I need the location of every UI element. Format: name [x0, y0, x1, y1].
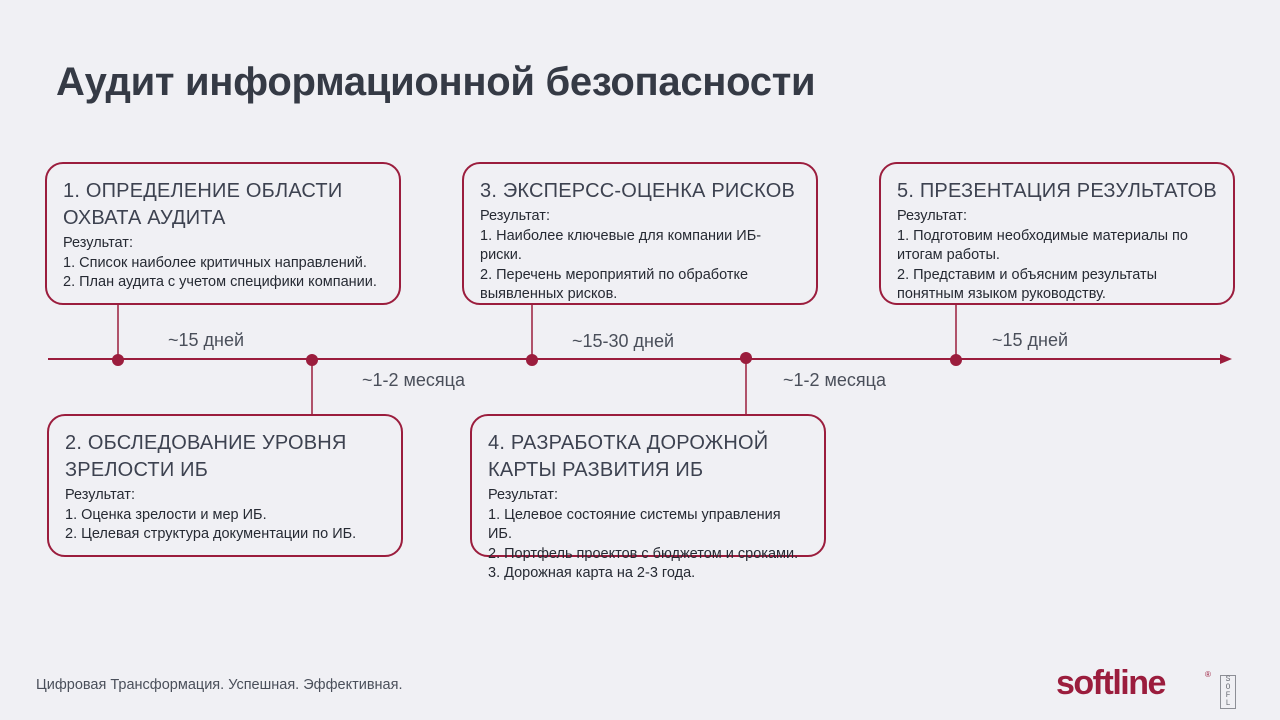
registered-mark: ®: [1205, 670, 1211, 679]
logo-side-letters: S O F L: [1220, 675, 1236, 709]
result-item: 1. Список наиболее критичных направлений…: [63, 254, 367, 271]
footer-slogan: Цифровая Трансформация. Успешная. Эффект…: [36, 677, 403, 693]
result-item: 2. План аудита с учетом специфики компан…: [63, 274, 377, 290]
duration-label-2: ~1-2 месяца: [362, 370, 465, 390]
logo-letter: F: [1225, 691, 1231, 700]
result-item: 1. Целевое состояние системы управления …: [488, 506, 781, 543]
step-box-4: 4. РАЗРАБОТКА ДОРОЖНОЙ КАРТЫ РАЗВИТИЯ ИБ…: [470, 414, 826, 581]
result-label: Результат:: [65, 487, 135, 503]
result-label: Результат:: [480, 208, 550, 224]
step-box-3: 3. ЭКСПЕРСС-ОЦЕНКА РИСКОВ Результат: 1. …: [462, 162, 818, 305]
duration-label-3: ~15-30 дней: [572, 331, 675, 351]
step-heading: 5. ПРЕЗЕНТАЦИЯ РЕЗУЛЬТАТОВ: [897, 180, 1217, 202]
milestone-1: [112, 354, 124, 366]
milestone-3: [526, 354, 538, 366]
result-item: 2. Портфель проектов с бюджетом и срокам…: [488, 545, 799, 562]
result-label: Результат:: [897, 208, 967, 224]
timeline-arrowhead: [1220, 354, 1232, 364]
step-heading: 1. ОПРЕДЕЛЕНИЕ ОБЛАСТИ ОХВАТА АУДИТА: [63, 180, 343, 229]
result-item: 2. Представим и объясним результаты поня…: [897, 266, 1158, 303]
step-heading: 3. ЭКСПЕРСС-ОЦЕНКА РИСКОВ: [480, 180, 796, 202]
logo-letter: L: [1225, 699, 1231, 708]
milestone-2: [306, 354, 318, 366]
result-item: 1. Наиболее ключевые для компании ИБ-рис…: [480, 227, 762, 264]
milestone-4: [740, 352, 752, 364]
result-item: 2. Перечень мероприятий по обработке выя…: [480, 266, 749, 303]
softline-logo: softline: [1056, 664, 1166, 702]
milestone-5: [950, 354, 962, 366]
result-item: 1. Подготовим необходимые материалы по и…: [897, 227, 1188, 264]
result-label: Результат:: [63, 235, 133, 251]
duration-label-5: ~15 дней: [992, 330, 1069, 350]
logo-letter: S: [1225, 675, 1231, 684]
step-box-5: 5. ПРЕЗЕНТАЦИЯ РЕЗУЛЬТАТОВ Результат: 1.…: [879, 162, 1235, 305]
step-box-1: 1. ОПРЕДЕЛЕНИЕ ОБЛАСТИ ОХВАТА АУДИТА Рез…: [45, 162, 401, 305]
result-label: Результат:: [488, 487, 558, 503]
result-item: 1. Оценка зрелости и мер ИБ.: [65, 506, 267, 523]
step-heading: 4. РАЗРАБОТКА ДОРОЖНОЙ КАРТЫ РАЗВИТИЯ ИБ: [488, 432, 769, 481]
duration-label-4: ~1-2 месяца: [783, 370, 886, 390]
step-heading: 2. ОБСЛЕДОВАНИЕ УРОВНЯ ЗРЕЛОСТИ ИБ: [65, 432, 347, 481]
step-box-2: 2. ОБСЛЕДОВАНИЕ УРОВНЯ ЗРЕЛОСТИ ИБ Резул…: [47, 414, 403, 557]
page-title: Аудит информационной безопасности: [56, 60, 816, 104]
result-item: 3. Дорожная карта на 2-3 года.: [488, 565, 696, 581]
duration-label-1: ~15 дней: [168, 330, 245, 350]
result-item: 2. Целевая структура документации по ИБ.: [65, 526, 357, 542]
logo-letter: O: [1225, 683, 1231, 692]
